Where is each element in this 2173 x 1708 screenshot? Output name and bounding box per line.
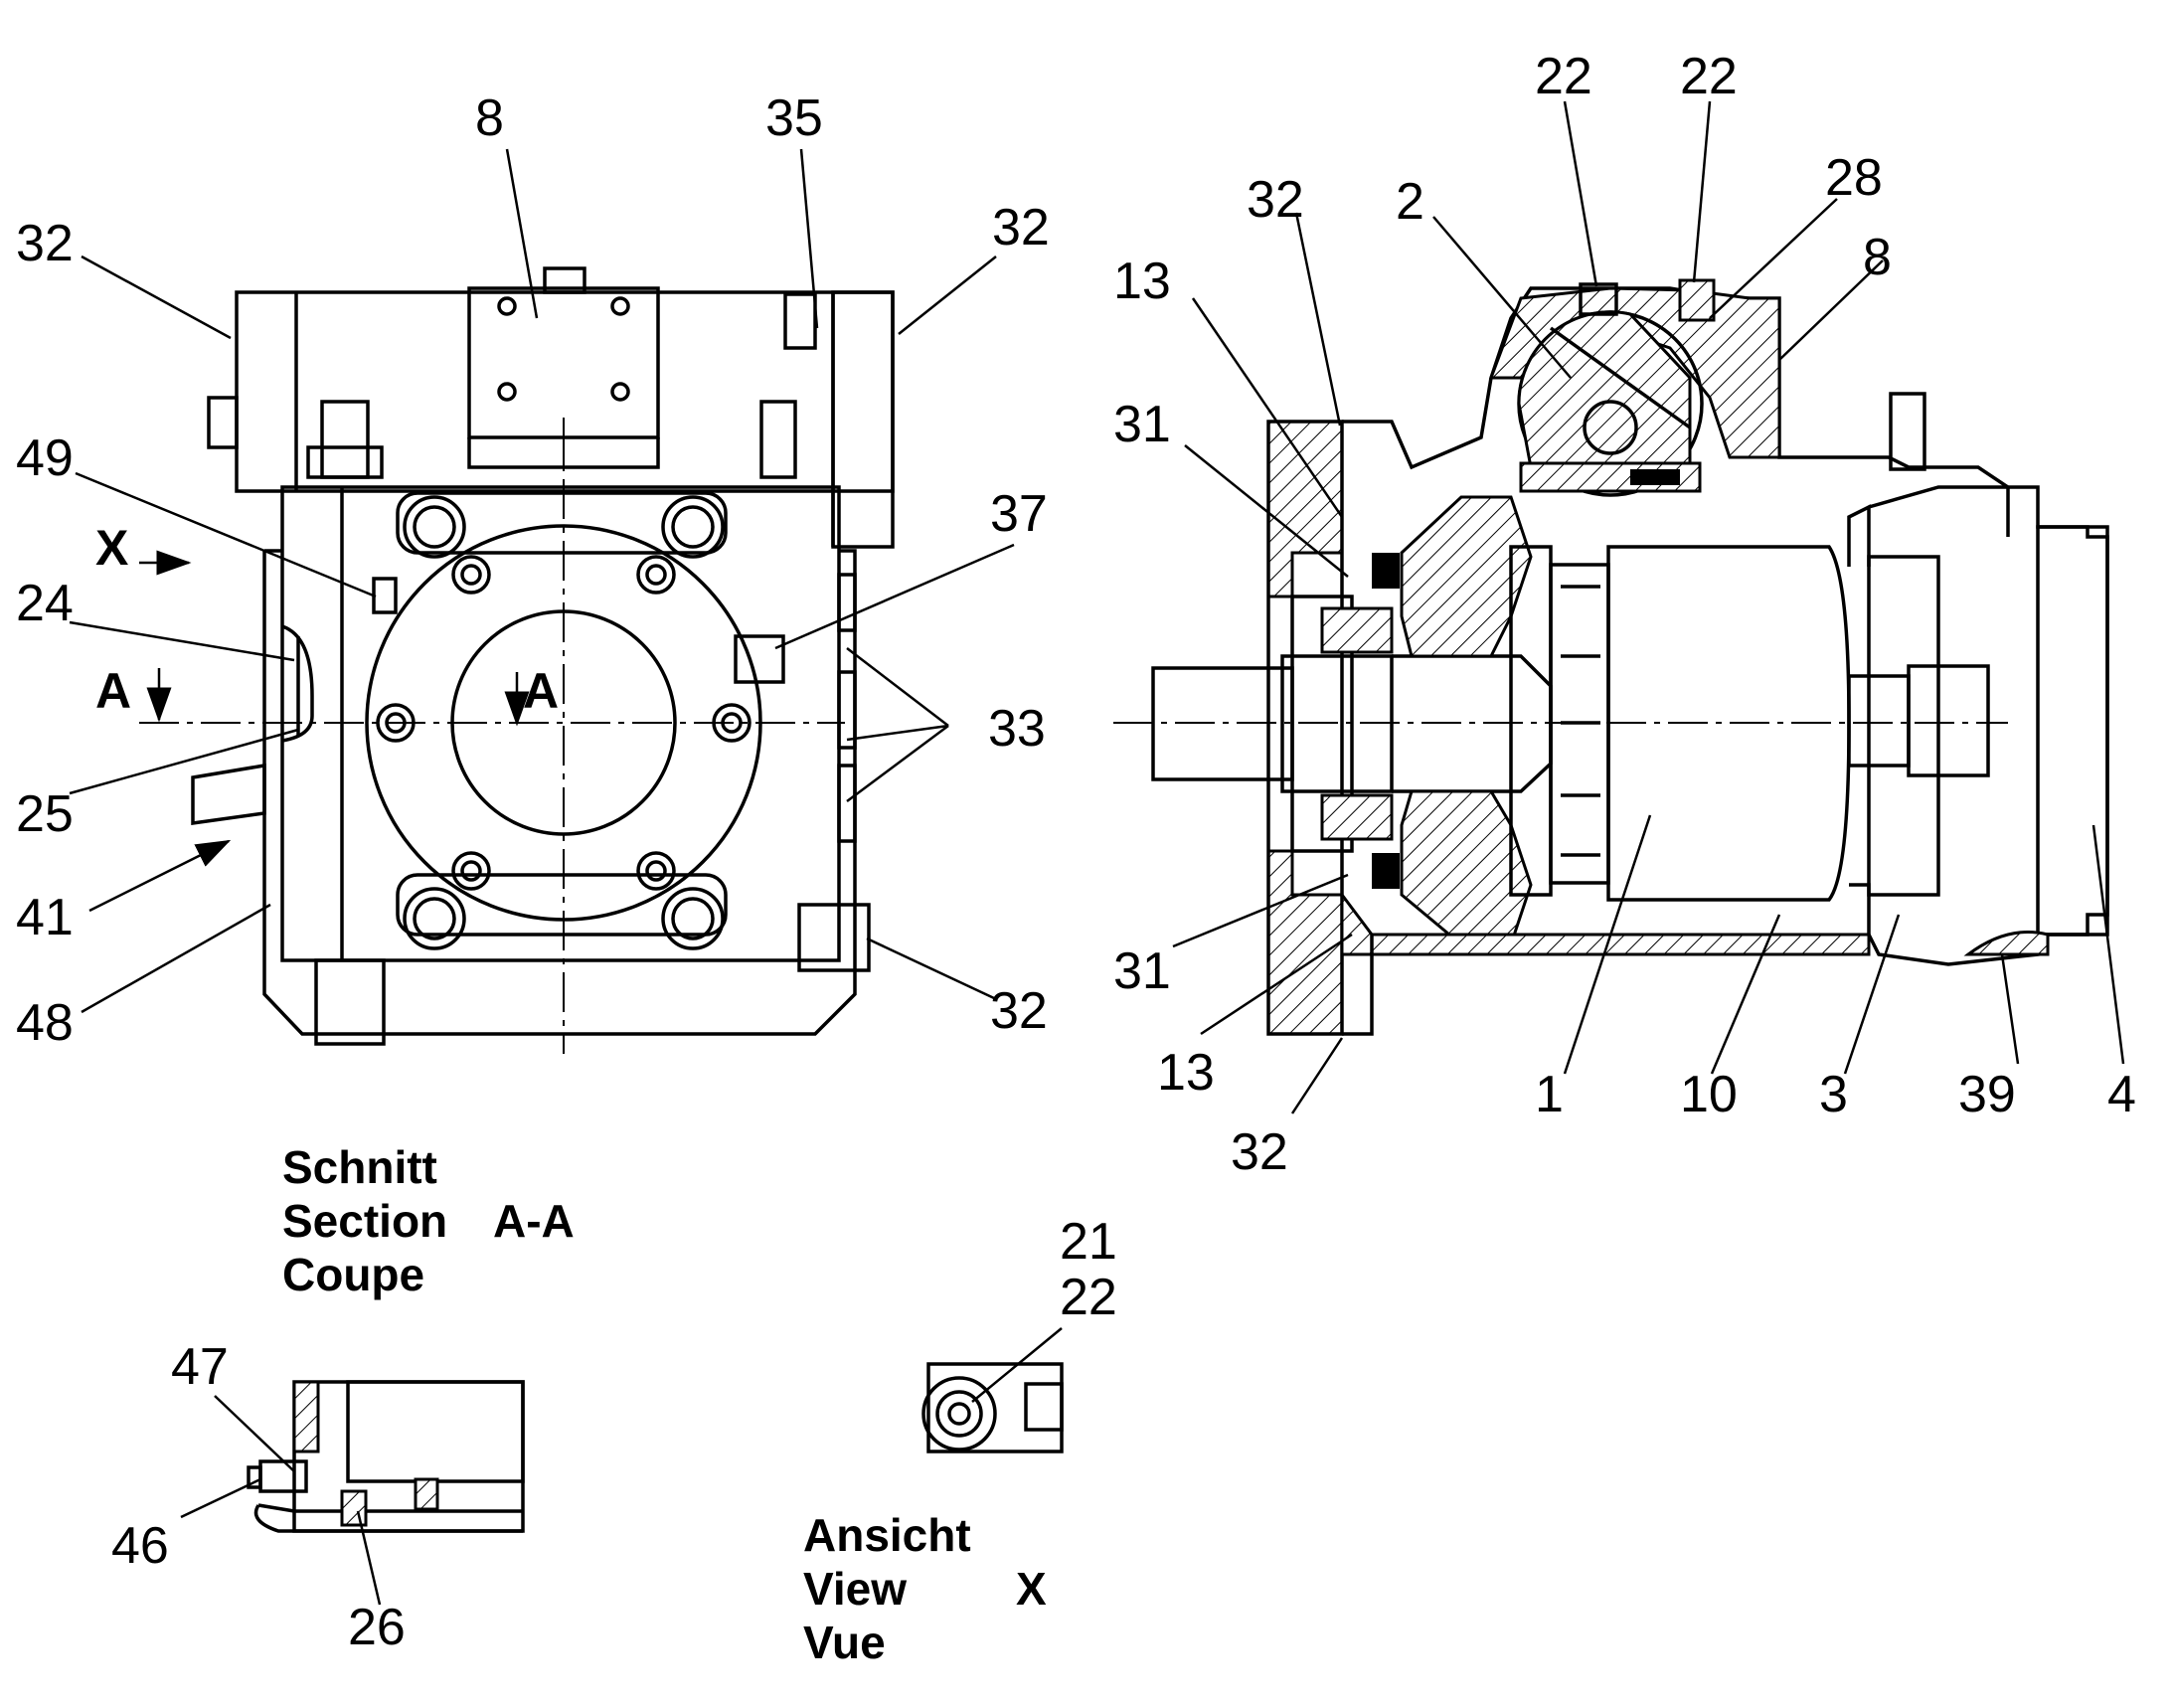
view-x-arrow-label: X: [95, 520, 128, 576]
label-32-front-topright: 32: [992, 199, 1050, 256]
label-3-side: 3: [1819, 1066, 1848, 1123]
caption-ansicht: Ansicht: [803, 1509, 971, 1561]
label-22-side-left: 22: [1535, 48, 1592, 105]
label-13-side-bottom: 13: [1157, 1044, 1215, 1102]
section-markers: X A A: [95, 520, 559, 719]
section-a-a-view: [247, 1380, 525, 1533]
label-24-front: 24: [16, 575, 74, 632]
label-26-section: 26: [348, 1599, 406, 1656]
label-1-side: 1: [1535, 1066, 1564, 1123]
section-a-left-label: A: [95, 663, 131, 719]
label-37-front: 37: [990, 485, 1048, 543]
part-numbers-view: 21 22: [1060, 1213, 1117, 1326]
label-13-side-top: 13: [1113, 253, 1171, 310]
label-22-side-right: 22: [1680, 48, 1738, 105]
view-x: [921, 1362, 1064, 1453]
label-31-side-top: 31: [1113, 396, 1171, 453]
label-8-front: 8: [475, 89, 504, 147]
label-4-side: 4: [2107, 1066, 2136, 1123]
caption-vue: Vue: [803, 1617, 886, 1668]
front-view: [139, 266, 895, 1054]
label-47-section: 47: [171, 1338, 229, 1396]
label-2-side: 2: [1396, 173, 1424, 231]
label-22-view: 22: [1060, 1269, 1117, 1326]
label-10-side: 10: [1680, 1066, 1738, 1123]
caption-schnitt: Schnitt: [282, 1141, 437, 1193]
caption-section: Section: [282, 1195, 447, 1247]
label-32-front-bottomright: 32: [990, 982, 1048, 1040]
label-32-side-top: 32: [1247, 171, 1304, 229]
label-39-side: 39: [1958, 1066, 2016, 1123]
section-a-right-label: A: [523, 663, 559, 719]
label-35-front: 35: [765, 89, 823, 147]
caption-section-ref: A-A: [493, 1195, 575, 1247]
leader-lines: [69, 100, 2125, 1606]
label-32-side-bottom: 32: [1231, 1123, 1288, 1181]
side-section-view: [1113, 278, 2109, 1036]
label-46-section: 46: [111, 1517, 169, 1575]
part-numbers-front: 8 35 32 32 49 24 37 33 25 41 48 32: [16, 89, 1050, 1052]
label-8-side: 8: [1863, 229, 1892, 286]
view-caption: Ansicht View X Vue: [803, 1509, 1047, 1668]
caption-view-ref: X: [1016, 1563, 1047, 1615]
label-31-side-bottom: 31: [1113, 942, 1171, 1000]
section-caption: Schnitt Section A-A Coupe: [282, 1141, 575, 1300]
caption-view: View: [803, 1563, 907, 1615]
label-21-view: 21: [1060, 1213, 1117, 1271]
caption-coupe: Coupe: [282, 1249, 424, 1300]
label-41-front: 41: [16, 889, 74, 946]
label-48-front: 48: [16, 994, 74, 1052]
label-25-front: 25: [16, 785, 74, 843]
part-numbers-side: 22 22 28 32 2 8 13 31 31 13 1 10 3 39 4 …: [1113, 48, 2136, 1181]
label-28-side: 28: [1825, 149, 1883, 207]
label-49-front: 49: [16, 429, 74, 487]
part-numbers-section: 47 46 26: [111, 1338, 406, 1656]
label-33-front: 33: [988, 700, 1046, 758]
label-32-front-topleft: 32: [16, 215, 74, 272]
